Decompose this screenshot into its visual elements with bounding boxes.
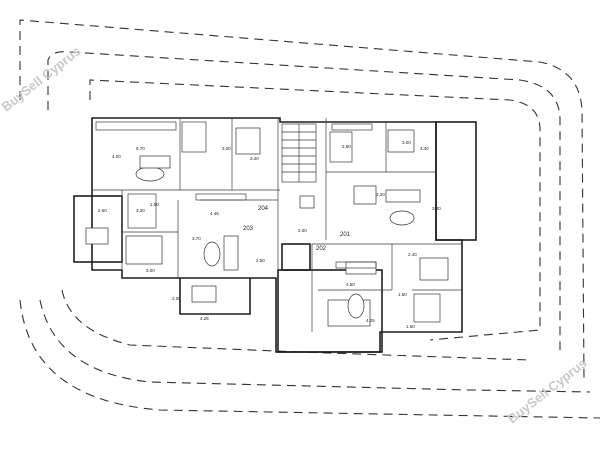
furniture <box>85 121 449 327</box>
bed <box>387 129 415 153</box>
dimension-label: 3.00 <box>146 268 155 273</box>
dimension-label: 4.50 <box>346 282 355 287</box>
bathroom <box>181 121 207 153</box>
dimension-label: 2.40 <box>408 252 417 257</box>
staircase <box>281 123 317 183</box>
bathroom <box>329 131 353 163</box>
dimension-label: 2.50 <box>342 144 351 149</box>
dimension-label: 1.50 <box>150 202 159 207</box>
bed <box>125 235 163 265</box>
dining-table <box>191 285 217 303</box>
building-walls <box>73 117 477 353</box>
table <box>389 210 415 226</box>
dimension-label: 3.70 <box>192 236 201 241</box>
table <box>203 241 221 267</box>
dimension-label: 3.40 <box>250 156 259 161</box>
kitchen-counter <box>331 123 373 131</box>
dimension-label: 1.50 <box>398 292 407 297</box>
bed <box>419 257 449 281</box>
kitchen-counter <box>95 121 177 131</box>
dimension-label: 3.40 <box>420 146 429 151</box>
sofa <box>139 155 171 169</box>
dining-table <box>85 227 109 245</box>
site-boundary <box>19 19 600 419</box>
dimension-labels: 5.70 4.45 4.00 3.20 1.50 3.00 3.40 3.00 … <box>98 140 441 329</box>
unit-201-label: 201 <box>340 232 351 238</box>
dimension-label: 2.50 <box>256 258 265 263</box>
dimension-label: 3.20 <box>136 208 145 213</box>
unit-204-label: 204 <box>258 206 269 212</box>
dining-table <box>299 195 315 209</box>
dimension-label: 2.00 <box>298 228 307 233</box>
watermark-top-left: BuySell Cyprus <box>0 43 84 114</box>
dimension-label: 3.00 <box>222 146 231 151</box>
dimension-label: 3.00 <box>402 140 411 145</box>
sofa <box>385 189 421 203</box>
dimension-label: 1.50 <box>406 324 415 329</box>
kitchen-counter <box>335 261 377 269</box>
bathroom <box>127 193 157 229</box>
dimension-label: 3.40 <box>432 206 441 211</box>
table <box>135 166 165 182</box>
dimension-label: 4.25 <box>200 316 209 321</box>
bed <box>235 127 261 155</box>
unit-203-label: 203 <box>243 226 254 232</box>
dimension-label: 5.70 <box>136 146 145 151</box>
dimension-label: 4.45 <box>210 211 219 216</box>
kitchen-counter <box>195 193 247 201</box>
dimension-label: 3.20 <box>376 192 385 197</box>
dimension-label: 2.00 <box>172 296 181 301</box>
sofa <box>223 235 239 271</box>
dimension-label: 2.60 <box>98 208 107 213</box>
table <box>347 293 365 319</box>
unit-202-label: 202 <box>316 246 327 252</box>
dining-table <box>353 185 377 205</box>
dimension-label: 4.25 <box>366 318 375 323</box>
dimension-label: 4.00 <box>112 154 121 159</box>
lift-shaft <box>281 243 311 271</box>
bathroom <box>413 293 441 323</box>
